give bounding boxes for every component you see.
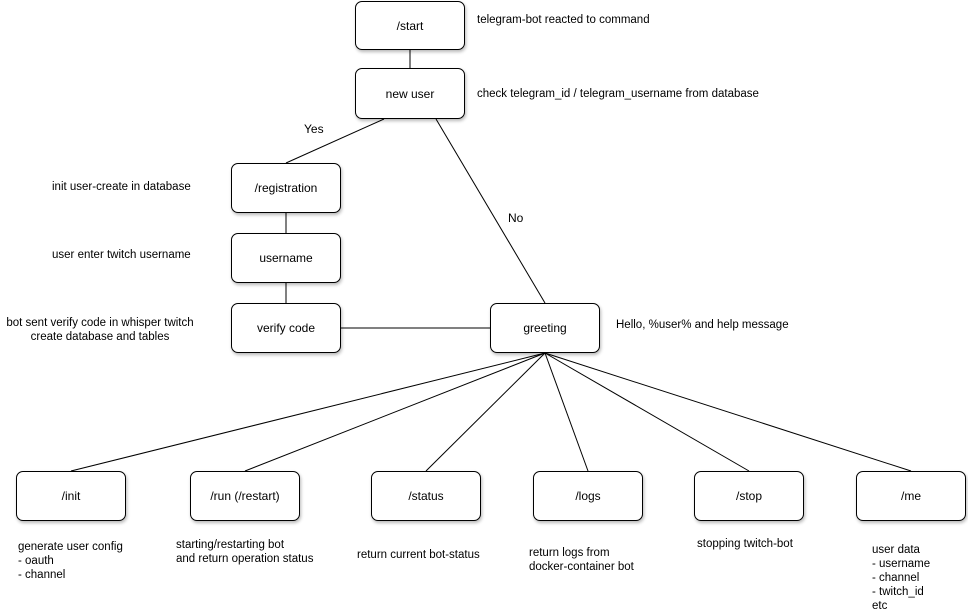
edge-greeting-stop <box>544 352 750 472</box>
note-run: starting/restarting bot and return opera… <box>176 539 314 565</box>
node-label: /start <box>396 18 424 33</box>
node-label: greeting <box>523 321 567 335</box>
node-registration: /registration <box>231 163 341 213</box>
note-greeting: Hello, %user% and help message <box>616 319 789 331</box>
edge-greeting-status <box>425 352 546 472</box>
note-init: generate user config - oauth - channel <box>18 541 123 581</box>
node-label: /logs <box>575 489 601 503</box>
edge-label-yes: Yes <box>304 122 324 136</box>
node-label: /init <box>61 489 81 503</box>
node-me: /me <box>856 471 966 521</box>
note-verify-code: bot sent verify code in whisper twitch c… <box>6 317 194 343</box>
edge-greeting-me <box>544 352 912 472</box>
note-new-user: check telegram_id / telegram_username fr… <box>477 88 759 100</box>
note-status: return current bot-status <box>357 549 480 561</box>
node-new-user: new user <box>355 68 465 119</box>
edge-newuser-registration <box>285 118 385 164</box>
note-start: telegram-bot reacted to command <box>477 14 650 26</box>
node-run: /run (/restart) <box>190 471 300 521</box>
note-me: user data - username - channel - twitch_… <box>872 544 931 612</box>
node-logs: /logs <box>533 471 643 521</box>
node-label: /run (/restart) <box>210 489 280 503</box>
note-logs: return logs from docker-container bot <box>529 547 634 573</box>
node-label: /status <box>408 489 444 503</box>
note-stop: stopping twitch-bot <box>697 538 793 550</box>
node-stop: /stop <box>694 471 804 521</box>
node-verify-code: verify code <box>231 303 341 353</box>
edge-greeting-run <box>244 352 546 472</box>
node-label: username <box>259 251 313 265</box>
edge-newuser-greeting <box>435 118 546 304</box>
node-label: /registration <box>254 181 318 195</box>
note-registration: init user-create in database <box>52 181 191 193</box>
node-label: verify code <box>256 321 316 335</box>
node-greeting: greeting <box>490 303 600 353</box>
edge-greeting-logs <box>544 352 589 472</box>
node-username: username <box>231 233 341 283</box>
node-status: /status <box>371 471 481 521</box>
node-init: /init <box>16 471 126 521</box>
note-username: user enter twitch username <box>52 249 191 261</box>
node-start: /start <box>355 1 465 50</box>
node-label: /stop <box>735 489 762 503</box>
edge-greeting-init <box>70 352 546 472</box>
node-label: new user <box>385 86 435 101</box>
node-label: /me <box>900 489 921 503</box>
edge-label-no: No <box>508 211 524 225</box>
